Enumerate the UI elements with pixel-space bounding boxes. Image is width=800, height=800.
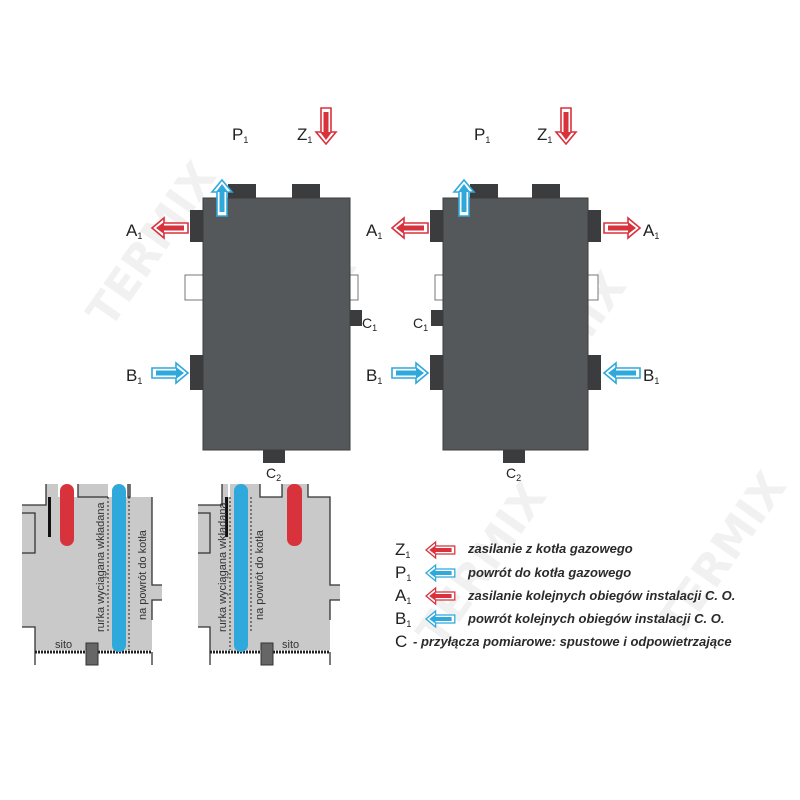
return-tube xyxy=(234,484,248,652)
svg-text:powrót kolejnych obiegów inst: powrót kolejnych obiegów instalacji C. O… xyxy=(467,611,724,626)
svg-text:Z1: Z1 xyxy=(395,540,410,560)
label-b1-left: B1 xyxy=(366,366,382,386)
label-p1: P1 xyxy=(474,125,490,145)
sieve-label: sito xyxy=(55,639,72,651)
legend: Z1 zasilanie z kotła gazowego P1 powrót … xyxy=(395,540,735,651)
label-a1-left: A1 xyxy=(366,221,382,241)
baffle xyxy=(225,497,228,537)
baffle xyxy=(48,497,51,537)
pipe-z1 xyxy=(292,184,320,200)
drain-plug xyxy=(85,642,99,666)
drain-plug xyxy=(260,642,274,666)
supply-arrow-icon xyxy=(425,541,456,559)
label-a1: A1 xyxy=(126,221,142,241)
legend-item-c: C - przyłącza pomiarowe: spustowe i odpo… xyxy=(395,632,732,651)
arrow-right-supply-icon xyxy=(603,217,641,239)
arrow-left-supply-icon xyxy=(391,217,429,239)
sieve-label: sito xyxy=(282,639,299,651)
pipe-b1-left xyxy=(430,355,445,390)
bracket xyxy=(349,274,359,301)
label-c1: C1 xyxy=(362,315,377,333)
svg-text:zasilanie kolejnych obiegów in: zasilanie kolejnych obiegów instalacji C… xyxy=(467,588,735,603)
label-b1: B1 xyxy=(126,366,142,386)
tube-label: rurka wyciągana wkładana xyxy=(95,501,107,632)
arrow-right-return-icon xyxy=(391,362,429,384)
pipe-b1-right xyxy=(586,355,601,390)
separator-body xyxy=(442,197,589,451)
label-b1-right: B1 xyxy=(643,366,659,386)
svg-text:P1: P1 xyxy=(395,563,411,583)
svg-text:A1: A1 xyxy=(395,586,411,606)
legend-item-b1: B1 powrót kolejnych obiegów instalacji C… xyxy=(395,609,724,629)
separator-left xyxy=(184,184,362,463)
label-z1: Z1 xyxy=(537,125,552,145)
label-c2: C2 xyxy=(266,465,281,483)
pipe-a1 xyxy=(190,210,205,242)
arrow-left-return-icon xyxy=(603,362,641,384)
pipe-z1 xyxy=(532,184,560,200)
pipe-c2 xyxy=(263,448,285,463)
label-c1: C1 xyxy=(413,315,428,333)
supply-tube xyxy=(60,484,74,546)
supply-tube xyxy=(287,484,302,546)
label-p1: P1 xyxy=(232,125,248,145)
bracket xyxy=(434,274,444,301)
bracket xyxy=(184,274,204,301)
svg-text:- przyłącza pomiarowe: spustow: - przyłącza pomiarowe: spustowe i odpowi… xyxy=(413,634,732,649)
pipe-c1 xyxy=(349,310,362,326)
svg-text:C: C xyxy=(395,632,407,651)
return-tube xyxy=(112,484,126,652)
arrow-right-return-icon xyxy=(151,362,189,384)
separator-right xyxy=(430,184,601,463)
return-label: na powrót do kotła xyxy=(254,529,266,620)
pipe-c1 xyxy=(431,310,444,326)
legend-item-a1: A1 zasilanie kolejnych obiegów instalacj… xyxy=(395,586,735,606)
label-z1: Z1 xyxy=(297,125,312,145)
arrow-down-supply-icon xyxy=(555,107,577,145)
pipe-p1 xyxy=(228,184,256,200)
cross-section-left: rurka wyciągana wkładana na powrót do ko… xyxy=(22,484,162,666)
bracket xyxy=(587,274,599,301)
return-label: na powrót do kotła xyxy=(137,529,149,620)
tube-label: rurka wyciągana wkładana xyxy=(217,501,229,632)
label-c2: C2 xyxy=(506,465,521,483)
cross-section-right: rurka wyciągana wkładana na powrót do ko… xyxy=(198,484,340,666)
svg-text:zasilanie z kotła gazowego: zasilanie z kotła gazowego xyxy=(467,541,633,556)
separator-body xyxy=(202,197,351,451)
svg-text:powrót do kotła gazowego: powrót do kotła gazowego xyxy=(467,565,631,580)
svg-text:B1: B1 xyxy=(395,609,411,629)
legend-item-z1: Z1 zasilanie z kotła gazowego xyxy=(395,540,633,560)
arrow-down-supply-icon xyxy=(315,107,337,145)
legend-item-p1: P1 powrót do kotła gazowego xyxy=(395,563,631,583)
label-a1-right: A1 xyxy=(643,221,659,241)
pipe-c2 xyxy=(503,448,525,463)
pipe-a1-right xyxy=(586,210,601,242)
pipe-a1-left xyxy=(430,210,445,242)
pipe-p1 xyxy=(470,184,498,200)
pipe-b1 xyxy=(190,355,205,390)
